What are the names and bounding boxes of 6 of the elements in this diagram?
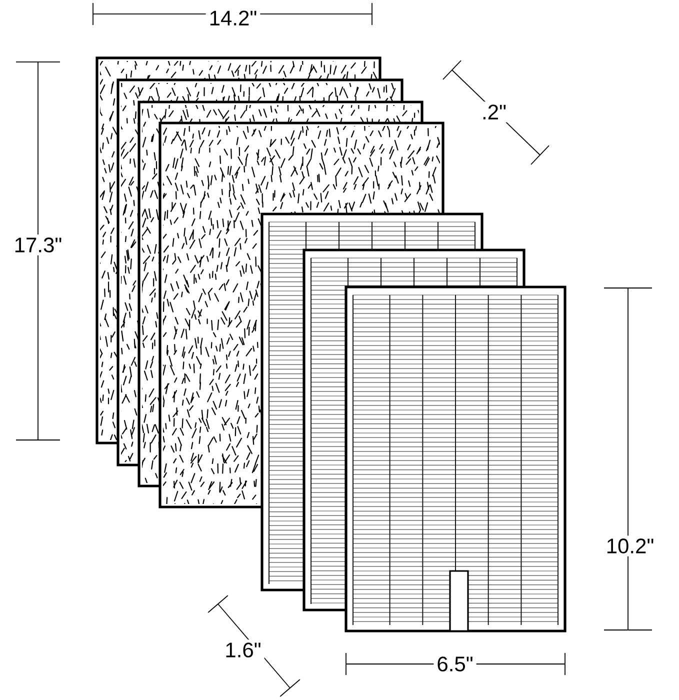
dimension-label: 14.2" [206,8,260,28]
dimension-label: 10.2" [602,536,658,556]
dimension-label: 17.3" [10,234,66,256]
dimension-label: .2" [478,102,510,122]
dimension-label: 6.5" [434,654,476,674]
dimension-label: 1.6" [222,640,264,660]
